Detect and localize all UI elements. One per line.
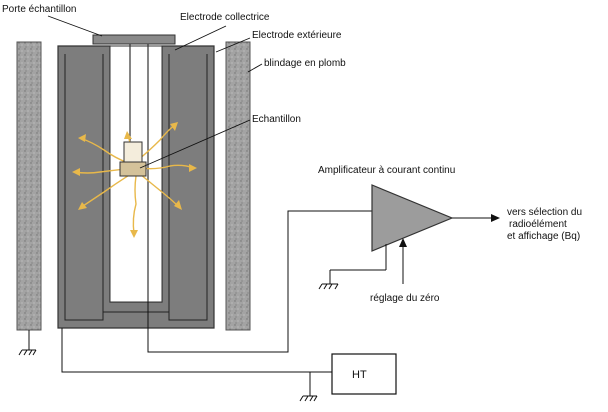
label-porte-echantillon: Porte échantillon: [2, 4, 77, 15]
label-echantillon: Echantillon: [252, 114, 301, 125]
sample: [119, 141, 147, 177]
lead-shield-right: [225, 41, 251, 331]
label-sortie-3: et affichage (Bq): [507, 231, 580, 242]
amplifier: [371, 184, 454, 252]
ground-symbol-shield: [18, 330, 37, 356]
radiation-arrowheads: [72, 122, 197, 238]
output-arrowhead: [491, 214, 500, 222]
ground-symbol-amplifier: [318, 244, 387, 290]
label-sortie-2: radioélément: [509, 219, 567, 230]
label-amplificateur: Amplificateur à courant continu: [318, 165, 455, 176]
collecting-electrode: [64, 54, 208, 321]
hv-wire: [61, 328, 332, 373]
ht-label: HT: [352, 369, 367, 381]
label-reglage: réglage du zéro: [370, 293, 440, 304]
ground-symbol-ht: [299, 371, 332, 402]
sample-holder-plate: [92, 34, 176, 45]
label-electrode-collectrice: Electrode collectrice: [180, 12, 270, 23]
ht-box: [331, 353, 397, 395]
signal-wire: [147, 210, 372, 353]
label-leaders: [47, 15, 263, 169]
label-electrode-exterieure: Electrode extérieure: [252, 30, 342, 41]
zero-adjust-arrowhead: [399, 238, 407, 247]
label-sortie-1: vers sélection du: [507, 207, 582, 218]
label-blindage: blindage en plomb: [264, 58, 346, 69]
lead-shield-left: [16, 41, 42, 331]
